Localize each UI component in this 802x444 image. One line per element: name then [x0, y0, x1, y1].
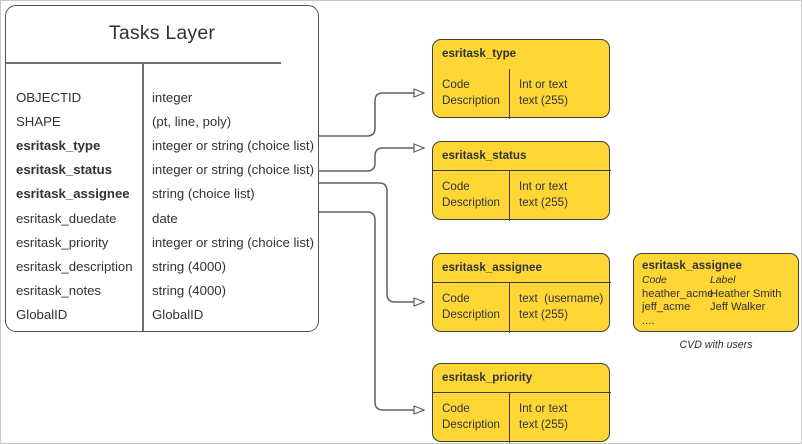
- entity-field-row: esritask_duedate date: [6, 206, 318, 230]
- domain-box-title: esritask_priority: [442, 371, 533, 384]
- domain-box-column-divider: [509, 393, 511, 443]
- domain-box-left-column: Code Description: [442, 402, 500, 431]
- cvd-cell-code: ....: [642, 314, 655, 327]
- entity-field-row: esritask_status integer or string (choice…: [6, 158, 318, 182]
- domain-box-title: esritask_type: [442, 47, 517, 60]
- entity-field-name: GlobalID: [16, 307, 68, 323]
- page-title: Tasks Layer: [108, 22, 216, 44]
- entity-header-divider: [6, 62, 281, 64]
- entity-field-type: GlobalID: [152, 307, 204, 323]
- entity-field-type: integer or string (choice list): [152, 162, 314, 178]
- entity-field-type: string (4000): [152, 258, 227, 274]
- connector-esritask-status: [319, 148, 424, 172]
- entity-field-type: (pt, line, poly): [152, 113, 232, 129]
- domain-box-title: esritask_assignee: [442, 261, 542, 274]
- cvd-row: jeff_acme Jeff Walker: [642, 301, 792, 315]
- domain-box-right-column: Int or text text (255): [519, 402, 568, 431]
- entity-field-name: esritask_assignee: [16, 186, 130, 202]
- cvd-cell-label: Heather Smith: [710, 287, 782, 300]
- entity-field-row: esritask_notes string (4000): [6, 279, 318, 303]
- entity-field-row: esritask_priority integer or string (choi…: [6, 230, 318, 254]
- entity-field-row: GlobalID GlobalID: [6, 303, 318, 327]
- domain-box-esritask-assignee: esritask_assignee Code Description text …: [432, 253, 611, 333]
- domain-box-column-divider: [509, 283, 511, 333]
- entity-field-name: OBJECTID: [16, 89, 82, 105]
- domain-box-header-divider: [433, 282, 611, 284]
- connector-esritask-assignee: [319, 182, 424, 302]
- cvd-caption: CVD with users: [679, 339, 753, 351]
- domain-box-left-column: Code Description: [442, 78, 500, 107]
- domain-box-left-column: Code Description: [442, 292, 500, 321]
- entity-field-row: OBJECTID integer: [6, 85, 318, 109]
- entity-field-name: esritask_type: [16, 137, 101, 153]
- entity-field-type: integer or string (choice list): [152, 137, 314, 153]
- connector-esritask-type: [319, 93, 424, 137]
- entity-field-type: string (4000): [152, 283, 227, 299]
- cvd-row: ....: [642, 315, 792, 329]
- connector-esritask-priority: [319, 211, 424, 410]
- domain-box-column-divider: [509, 171, 511, 221]
- entity-field-name: esritask_description: [16, 258, 133, 274]
- domain-box-title: esritask_status: [442, 149, 527, 162]
- cvd-cell-label: Jeff Walker: [710, 301, 766, 314]
- domain-box-left-column: Code Description: [442, 180, 500, 209]
- entity-field-name: esritask_duedate: [16, 210, 117, 226]
- domain-box-right-column: Int or text text (255): [519, 180, 568, 209]
- entity-field-row: SHAPE (pt, line, poly): [6, 109, 318, 133]
- entity-field-type: string (choice list): [152, 186, 255, 202]
- cvd-cell-code: heather_acme: [642, 287, 714, 300]
- entity-column-divider: [142, 63, 144, 331]
- cvd-cell-code: jeff_acme: [642, 301, 691, 314]
- entity-field-row: esritask_type integer or string (choice l…: [6, 133, 318, 157]
- cvd-header-label: Label: [710, 275, 736, 286]
- cvd-row: Code Label: [642, 274, 792, 288]
- cvd-title: esritask_assignee: [642, 259, 742, 272]
- domain-box-right-column: text (username) text (255): [519, 292, 604, 321]
- domain-box-esritask-type: esritask_type Code Description Int or te…: [432, 39, 610, 119]
- entity-field-type: date: [152, 210, 178, 226]
- entity-field-name: esritask_notes: [16, 283, 102, 299]
- domain-box-esritask-priority: esritask_priority Code Description Int o…: [432, 363, 611, 443]
- domain-box-header-divider: [433, 392, 611, 394]
- domain-box-header-divider: [433, 170, 611, 172]
- cvd-header-code: Code: [642, 275, 667, 286]
- entity-field-type: integer: [152, 89, 193, 105]
- domain-box-esritask-status: esritask_status Code Description Int or …: [432, 141, 611, 221]
- entity-field-row: esritask_description string (4000): [6, 254, 318, 278]
- domain-box-column-divider: [509, 69, 511, 119]
- entity-field-name: esritask_priority: [16, 234, 109, 250]
- entity-field-name: esritask_status: [16, 162, 113, 178]
- entity-field-type: integer or string (choice list): [152, 234, 314, 250]
- entity-field-row: esritask_assignee string (choice list): [6, 182, 318, 206]
- entity-field-name: SHAPE: [16, 113, 61, 129]
- domain-box-right-column: Int or text text (255): [519, 78, 568, 107]
